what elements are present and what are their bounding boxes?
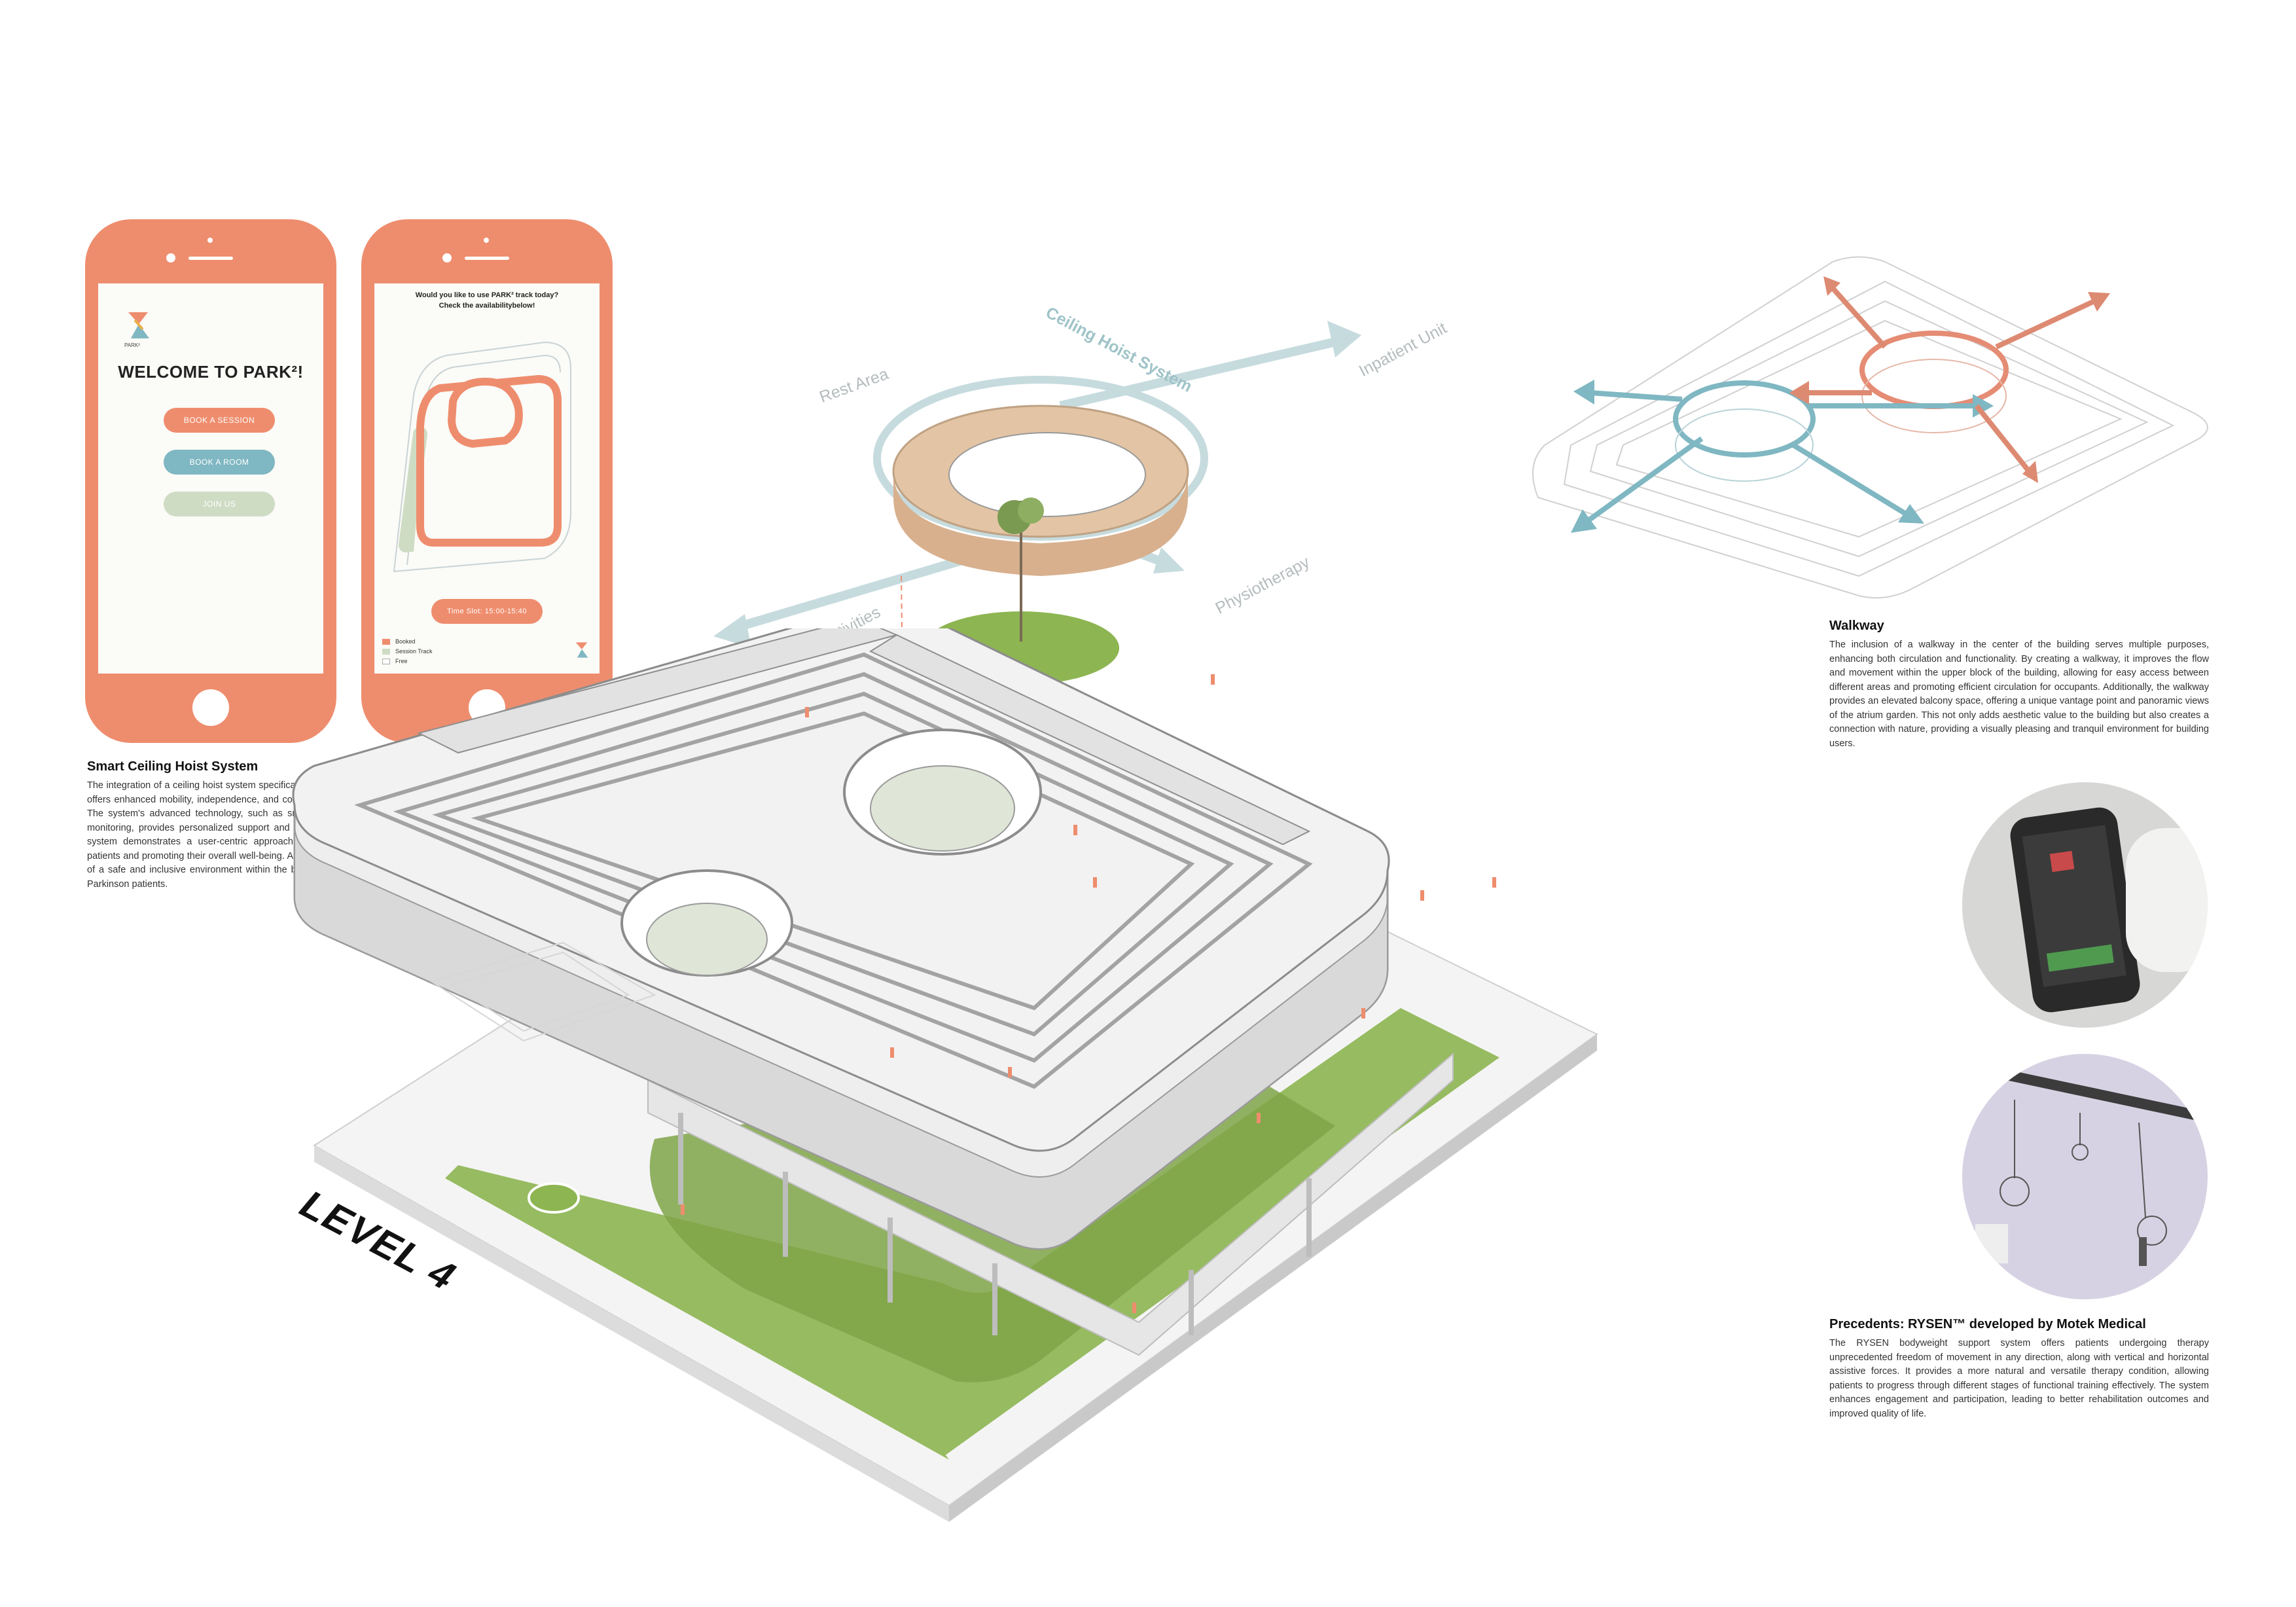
phone-welcome: PARK² WELCOME TO PARK²! BOOK A SESSION B… bbox=[85, 219, 336, 743]
precedent-tablet-image bbox=[1962, 782, 2208, 1028]
tablet-button-red bbox=[2049, 850, 2075, 873]
track-map[interactable] bbox=[374, 316, 600, 591]
walkway-body: The inclusion of a walkway in the center… bbox=[1829, 640, 2209, 749]
booking-question-2: Check the availabilitybelow! bbox=[439, 302, 535, 310]
precedents-title: Precedents: RYSEN™ developed by Motek Me… bbox=[1829, 1317, 2146, 1331]
hand-shape bbox=[2126, 828, 2208, 972]
legend-session: Session Track bbox=[382, 648, 433, 655]
phone-screen: PARK² WELCOME TO PARK²! BOOK A SESSION B… bbox=[98, 283, 323, 674]
camera-icon bbox=[484, 238, 489, 243]
arrow-group bbox=[732, 552, 977, 633]
tablet-device bbox=[2007, 804, 2143, 1015]
sensor-icon bbox=[442, 253, 452, 262]
phone-booking: Would you like to use PARK² track today?… bbox=[361, 219, 613, 743]
level-4-axonometric bbox=[292, 628, 1598, 1522]
walkway-ring-teal bbox=[1673, 380, 1816, 458]
phone-screen: Would you like to use PARK² track today?… bbox=[374, 283, 600, 674]
sensor-icon bbox=[166, 253, 175, 262]
legend-free: Free bbox=[382, 658, 408, 665]
camera-icon bbox=[207, 238, 213, 243]
park-logo-icon bbox=[575, 642, 588, 658]
legend-booked: Booked bbox=[382, 638, 416, 645]
welcome-heading: WELCOME TO PARK²! bbox=[118, 362, 304, 382]
precedents-body: The RYSEN bodyweight support system offe… bbox=[1829, 1338, 2209, 1419]
legend-session-label: Session Track bbox=[395, 648, 433, 655]
book-session-button[interactable]: BOOK A SESSION bbox=[164, 408, 275, 433]
park-logo-icon bbox=[128, 312, 149, 338]
brand-label: PARK² bbox=[124, 342, 140, 348]
home-button[interactable] bbox=[192, 689, 229, 726]
speaker-icon bbox=[465, 257, 509, 260]
walkway-diagram bbox=[1532, 256, 2208, 599]
ceiling-hoist-title: Smart Ceiling Hoist System bbox=[87, 759, 259, 774]
time-slot-button[interactable]: Time Slot: 15:00-15:40 bbox=[431, 599, 543, 624]
speaker-icon bbox=[188, 257, 233, 260]
booking-question: Would you like to use PARK² track today? bbox=[415, 291, 559, 299]
legend-free-label: Free bbox=[395, 658, 408, 664]
facade-fins bbox=[294, 824, 1388, 1250]
rysen-cables bbox=[1975, 1100, 2167, 1266]
arrow-inpatient bbox=[1059, 336, 1343, 410]
join-us-button[interactable]: JOIN US bbox=[164, 492, 275, 516]
walkway-title: Walkway bbox=[1829, 619, 1884, 633]
precedent-rysen-image bbox=[1962, 1054, 2208, 1299]
legend-booked-label: Booked bbox=[395, 638, 416, 645]
book-room-button[interactable]: BOOK A ROOM bbox=[164, 450, 275, 475]
